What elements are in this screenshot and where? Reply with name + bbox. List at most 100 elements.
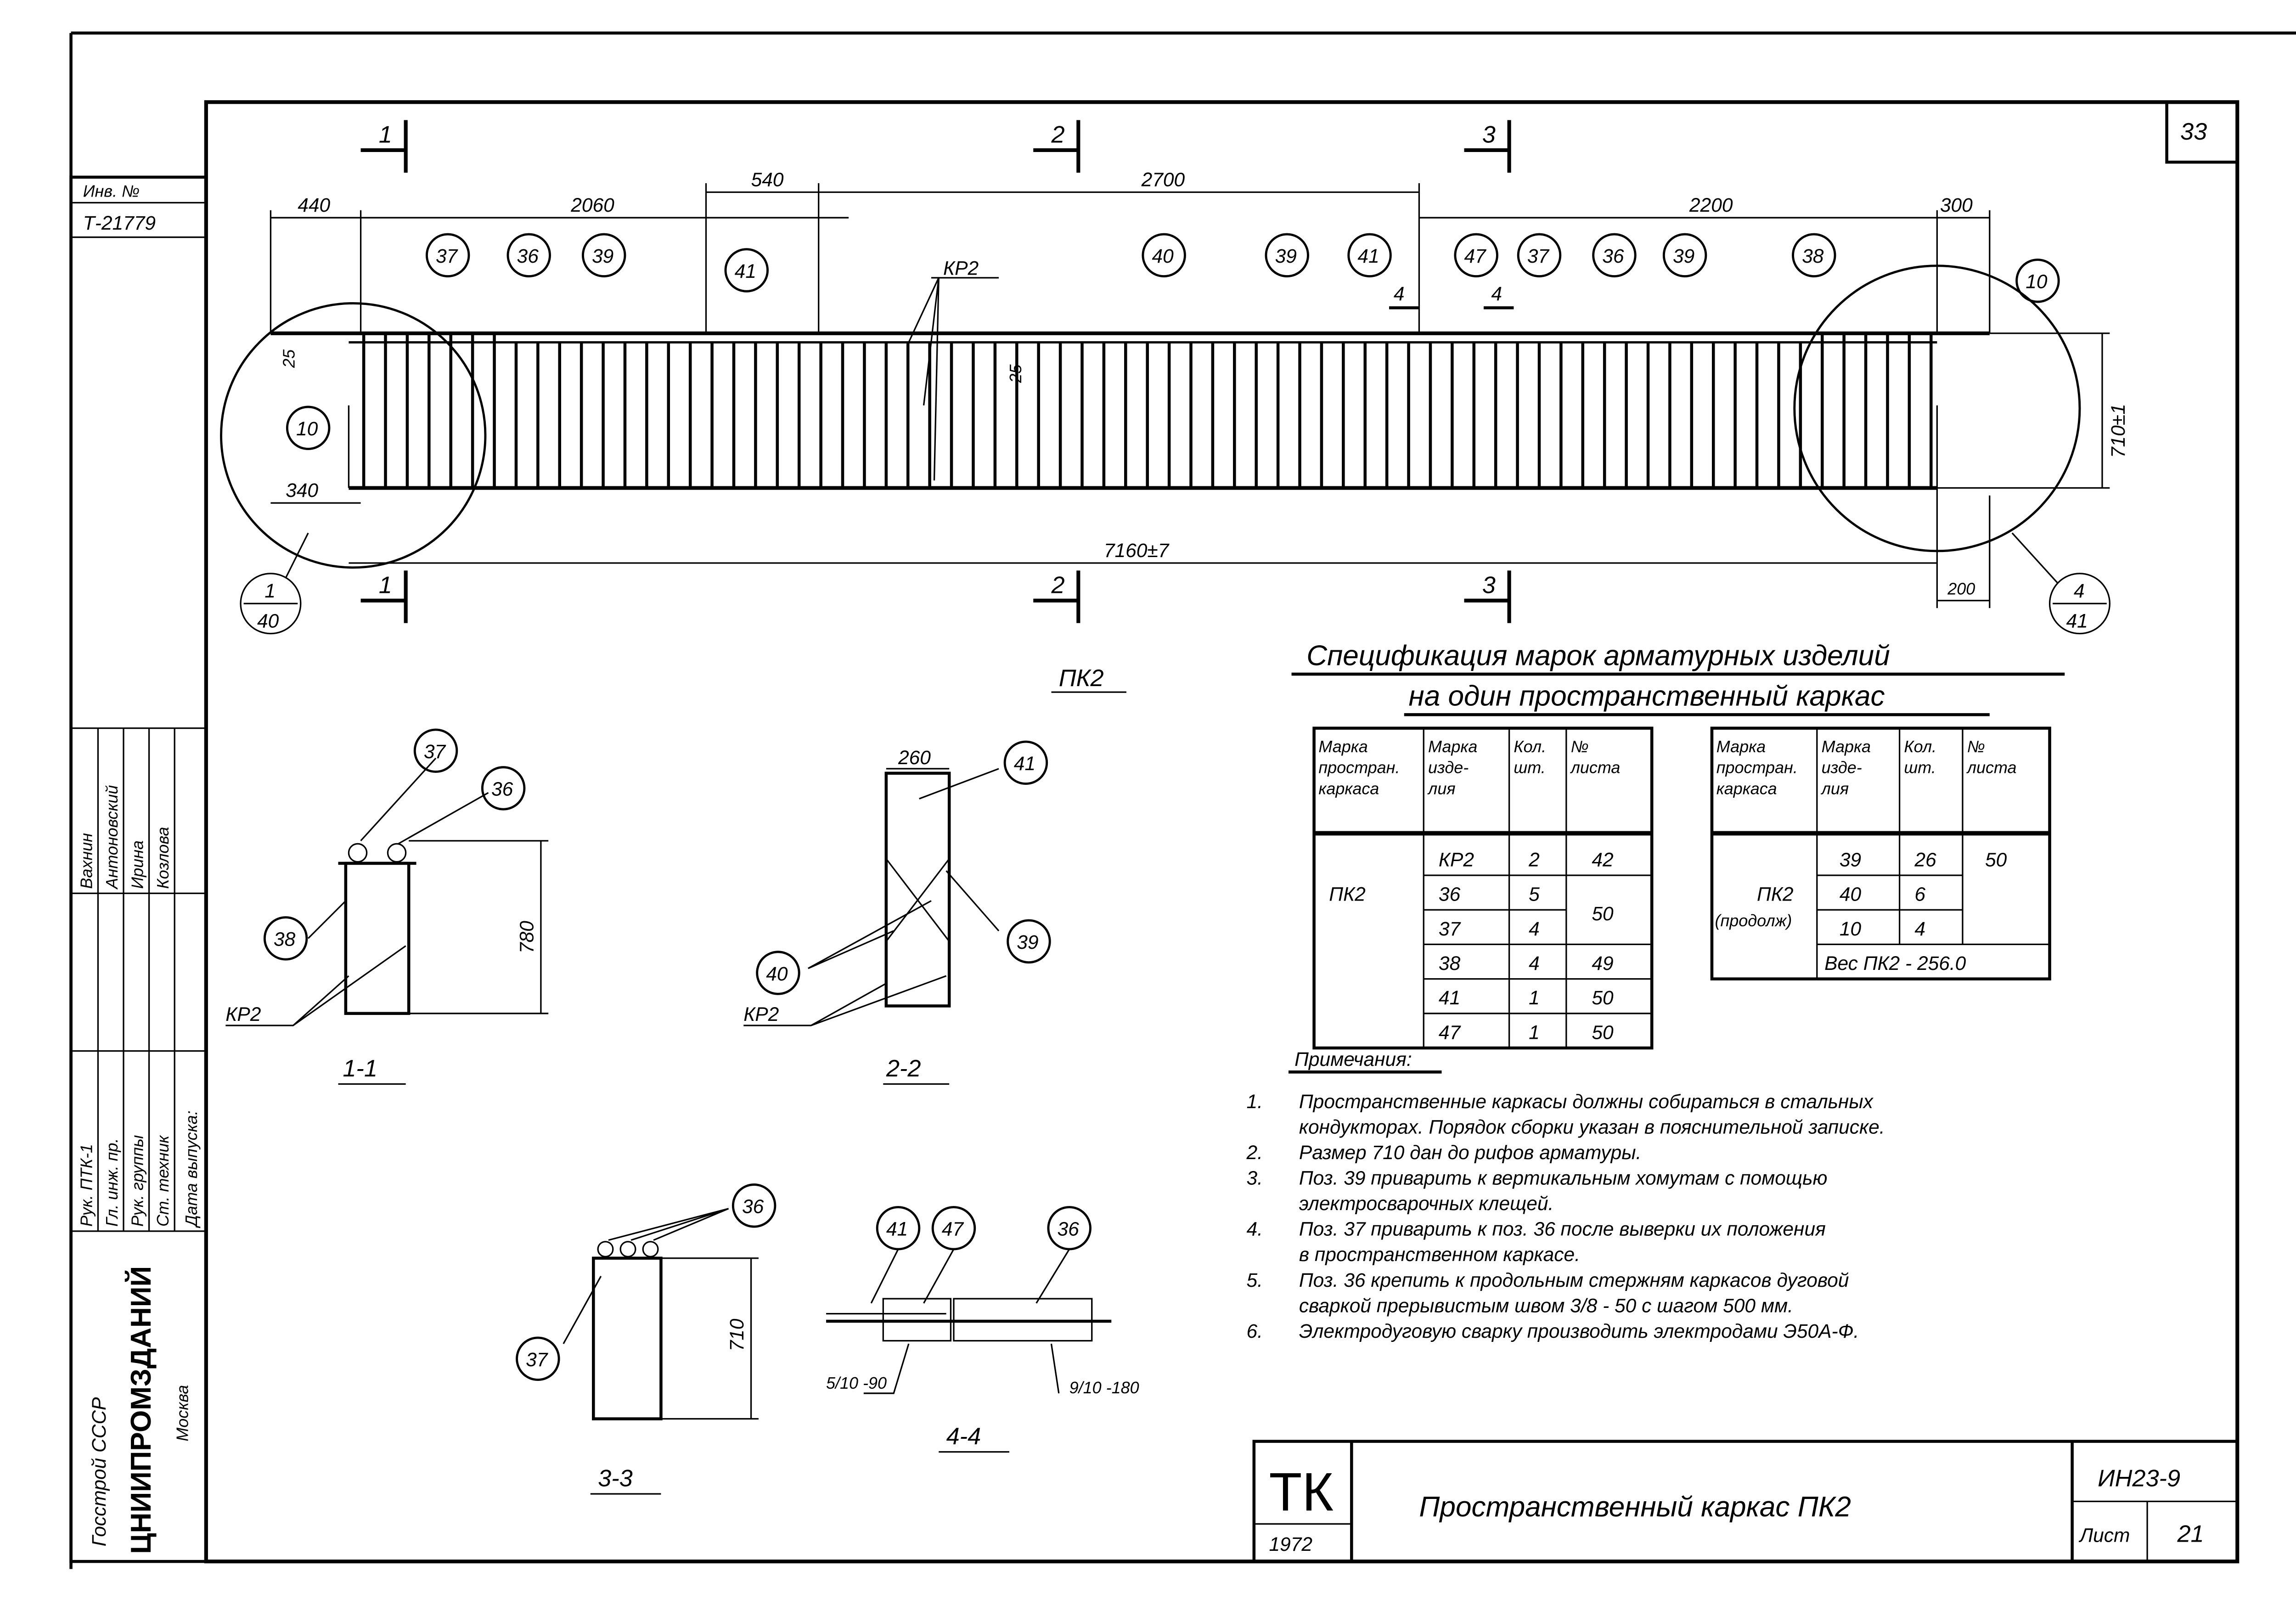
spec-qty: 6 xyxy=(1914,884,1925,906)
spec-qty: 5 xyxy=(1529,884,1540,906)
spec-qty: 1 xyxy=(1529,987,1540,1009)
callout-number: 41 xyxy=(886,1219,908,1240)
position-callout: 37 xyxy=(1517,233,1562,278)
sheet-number: 33 xyxy=(2180,118,2207,145)
position-callout: 10 xyxy=(286,406,331,450)
callout-number: 36 xyxy=(1058,1219,1080,1240)
section-mark: 3 xyxy=(1464,120,1511,173)
position-callout: 41 xyxy=(1347,233,1392,278)
spec-title: Спецификация марок арматурных изделий xyxy=(1306,640,1890,671)
notes: Примечания: 1.Пространственные каркасы д… xyxy=(1246,1049,1885,1342)
note-line: сваркой прерывистым швом 3/8 - 50 с шаго… xyxy=(1299,1295,1793,1317)
dimension-lines xyxy=(270,183,2110,608)
position-callout: 37 xyxy=(516,1336,560,1381)
position-callout: 40 xyxy=(756,951,800,995)
stamp-role: Рук. ПТК-1 xyxy=(77,1144,96,1227)
callout-number: 39 xyxy=(592,246,613,267)
stamp-name: Вахнин xyxy=(77,833,96,889)
dim-25: 25 xyxy=(280,349,298,368)
section-mark-number: 3 xyxy=(1482,122,1496,148)
spec-qty: 4 xyxy=(1529,918,1540,940)
position-callout: 39 xyxy=(1265,233,1309,278)
spec-item: КР2 xyxy=(1439,849,1474,871)
callout-number: 36 xyxy=(1602,246,1624,267)
position-callout: 41 xyxy=(1003,740,1048,785)
stamp-role: Рук. группы xyxy=(128,1135,147,1227)
spec-weight: Вес ПК2 - 256.0 xyxy=(1824,953,1966,974)
drawing-code: ИН23-9 xyxy=(2098,1465,2180,1492)
detail-circle-1 xyxy=(220,302,487,569)
detail-sheet: 40 xyxy=(257,611,279,632)
stamp-org-city: Москва xyxy=(173,1385,192,1442)
sheet-label: Лист xyxy=(2078,1525,2130,1547)
callout-number: 47 xyxy=(1464,246,1487,267)
detail-sheet: 41 xyxy=(2066,611,2088,632)
spec-sheet: 50 xyxy=(1592,903,1614,925)
section-3-3: 710 3-3 xyxy=(563,1208,759,1495)
callout-number: 47 xyxy=(942,1219,964,1240)
stamp-org: Госстрой СССР xyxy=(89,1397,110,1547)
callout-number: 36 xyxy=(517,246,539,267)
inventory-label: Инв. № xyxy=(83,181,140,200)
section-label-4-4: 4-4 xyxy=(946,1423,981,1450)
section-mark-number: 1 xyxy=(379,572,392,598)
callout-number: 41 xyxy=(735,261,756,282)
position-callout: 37 xyxy=(425,233,470,278)
position-callout: 38 xyxy=(1792,233,1836,278)
frame-elevation: 440 2060 540 2700 2200 300 25 25 340 716… xyxy=(220,120,2129,693)
callout-number: 39 xyxy=(1017,932,1038,953)
spec-item: 36 xyxy=(1439,884,1461,906)
note-line: в пространственном каркасе. xyxy=(1299,1244,1580,1266)
elevation-title: ПК2 xyxy=(1059,665,1104,692)
dim-2060: 2060 xyxy=(570,195,614,216)
stamp-name: Ирина xyxy=(128,840,147,889)
callout-number: 37 xyxy=(436,246,458,267)
section-mark-number: 2 xyxy=(1051,572,1064,598)
callout-number: 36 xyxy=(742,1196,764,1218)
note-line: Электродуговую сварку производить электр… xyxy=(1299,1321,1859,1342)
spec-qty: 1 xyxy=(1529,1022,1540,1043)
position-callout: 47 xyxy=(931,1206,976,1250)
stamp-org-institute: ЦНИИПРОМЗДАНИЙ xyxy=(124,1266,157,1554)
spec-header: Кол. шт. xyxy=(1904,737,1941,777)
note-number: 1. xyxy=(1246,1091,1262,1113)
note-number: 3. xyxy=(1246,1168,1262,1189)
sheet-number-box: 33 xyxy=(2165,101,2239,164)
callout-number: 37 xyxy=(1527,246,1550,267)
spec-item: 38 xyxy=(1439,953,1461,974)
callout-number: 10 xyxy=(296,418,318,440)
section-4-4: 4-4 5/10 -90 9/10 -180 xyxy=(826,1249,1139,1453)
position-callout: 36 xyxy=(732,1183,777,1228)
section-1-1: 780 1-1 КР2 xyxy=(225,757,549,1085)
spec-qty: 26 xyxy=(1914,849,1936,871)
spec-item: 10 xyxy=(1840,918,1862,940)
section-label-1-1: 1-1 xyxy=(343,1055,377,1082)
title-block: ТК 1972 Пространственный каркас ПК2 ИН23… xyxy=(1252,1440,2239,1563)
callout-number: 40 xyxy=(766,963,788,985)
inventory-number: Т-21779 xyxy=(83,213,156,234)
position-callout: 39 xyxy=(1662,233,1707,278)
dim-2700: 2700 xyxy=(1141,169,1185,191)
section-mark: 1 xyxy=(360,570,408,623)
position-callout: 36 xyxy=(1047,1206,1092,1250)
callout-number: 39 xyxy=(1673,246,1694,267)
left-stamp: Инв. № Т-21779 Вахнин Антоновский Ирина … xyxy=(69,175,208,1563)
spec-sheet: 49 xyxy=(1592,953,1613,974)
position-callout: 36 xyxy=(1592,233,1637,278)
position-callout: 47 xyxy=(1454,233,1498,278)
spec-header: Марка изде- лия xyxy=(1427,737,1482,798)
detail-number: 4 xyxy=(2074,580,2085,602)
dim-2200: 2200 xyxy=(1689,195,1733,216)
section-mark-number: 1 xyxy=(379,122,392,148)
weld-symbol-left: 5/10 -90 xyxy=(826,1374,887,1392)
position-callout: 39 xyxy=(581,233,626,278)
position-callout: 36 xyxy=(481,766,526,811)
spec-frame: ПК2 xyxy=(1329,884,1366,906)
stamp-role: Гл. инж. пр. xyxy=(102,1138,121,1227)
note-line: Поз. 37 приварить к поз. 36 после выверк… xyxy=(1299,1219,1826,1240)
sheet-value: 21 xyxy=(2177,1521,2204,1548)
note-number: 5. xyxy=(1246,1270,1262,1291)
spec-item: 39 xyxy=(1840,849,1861,871)
dim-300: 300 xyxy=(1940,195,1973,216)
